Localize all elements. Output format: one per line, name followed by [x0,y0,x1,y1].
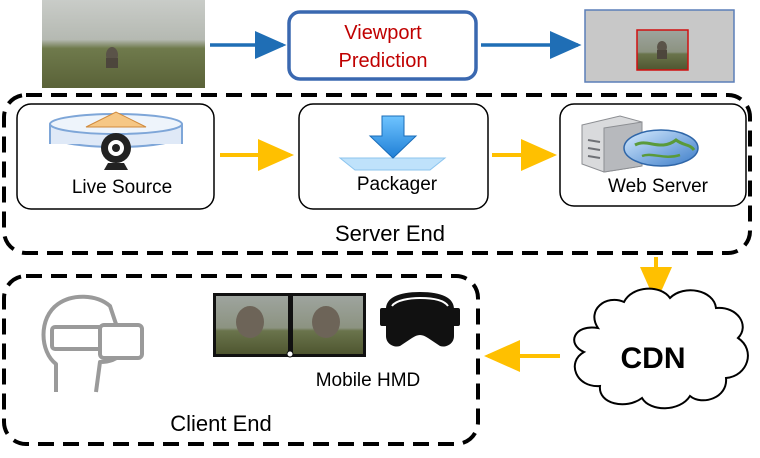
vr-user-head-icon [41,294,144,393]
viewport-prediction-label-line1: Viewport [344,22,422,44]
stereo-frames [213,293,366,358]
panorama-camera-icon [49,111,183,170]
vr-headset-icon [380,292,460,347]
packager-download-icon [338,115,447,171]
client-end-group [2,274,480,446]
cdn-label: CDN [621,342,686,375]
panorama-thumbnail [42,0,205,88]
server-end-group [2,93,752,255]
viewport-prediction-box [287,10,478,81]
cdn-cloud [573,287,749,410]
viewport-prediction-label-line2: Prediction [339,50,428,72]
server-end-label: Server End [335,221,445,246]
client-end-label: Client End [170,411,272,436]
web-server-label: Web Server [608,176,709,197]
live-source-label: Live Source [72,177,172,198]
predicted-viewport-thumbnail [584,9,735,83]
globe-icon [623,129,699,167]
packager-label: Packager [357,174,438,195]
mobile-hmd-label: Mobile HMD [316,370,421,391]
